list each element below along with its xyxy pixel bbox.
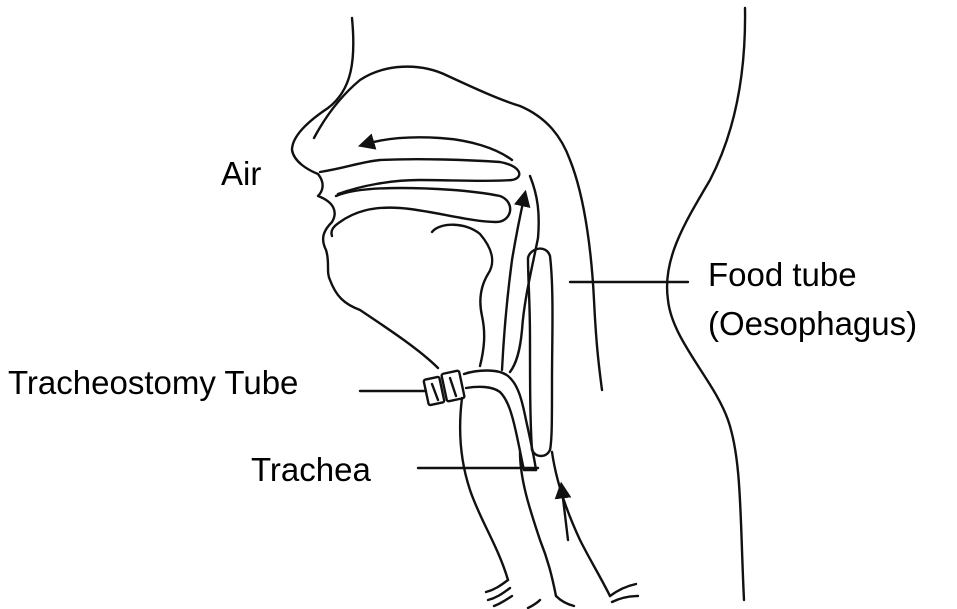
palate <box>331 188 510 236</box>
tongue-outline <box>432 225 492 366</box>
tracheostomy-tube-label: Tracheostomy Tube <box>8 366 298 399</box>
back-of-neck-outline <box>667 8 745 600</box>
throat-back-wall <box>510 176 539 372</box>
trachea-right-wall <box>552 452 610 596</box>
tracheostomy-tube-outer <box>464 371 536 471</box>
airflow-arrow-nose <box>366 137 512 160</box>
trachea-label: Trachea <box>251 453 371 486</box>
face-profile-outline <box>292 18 438 368</box>
bronchi-center <box>528 596 574 608</box>
oesophagus-lower-wall <box>520 452 556 596</box>
oesophagus-capsule <box>528 249 553 456</box>
tracheostomy-tube-inner <box>466 387 524 470</box>
bronchi-left <box>486 580 512 606</box>
oesophagus-label: (Oesophagus) <box>708 307 917 340</box>
bronchi-right <box>610 584 638 602</box>
air-label: Air <box>221 157 261 190</box>
trachea-left-wall <box>460 398 508 580</box>
food-tube-label: Food tube <box>708 258 857 291</box>
airflow-arrow-trachea <box>562 490 568 540</box>
nasal-cavity-roof <box>314 67 602 390</box>
